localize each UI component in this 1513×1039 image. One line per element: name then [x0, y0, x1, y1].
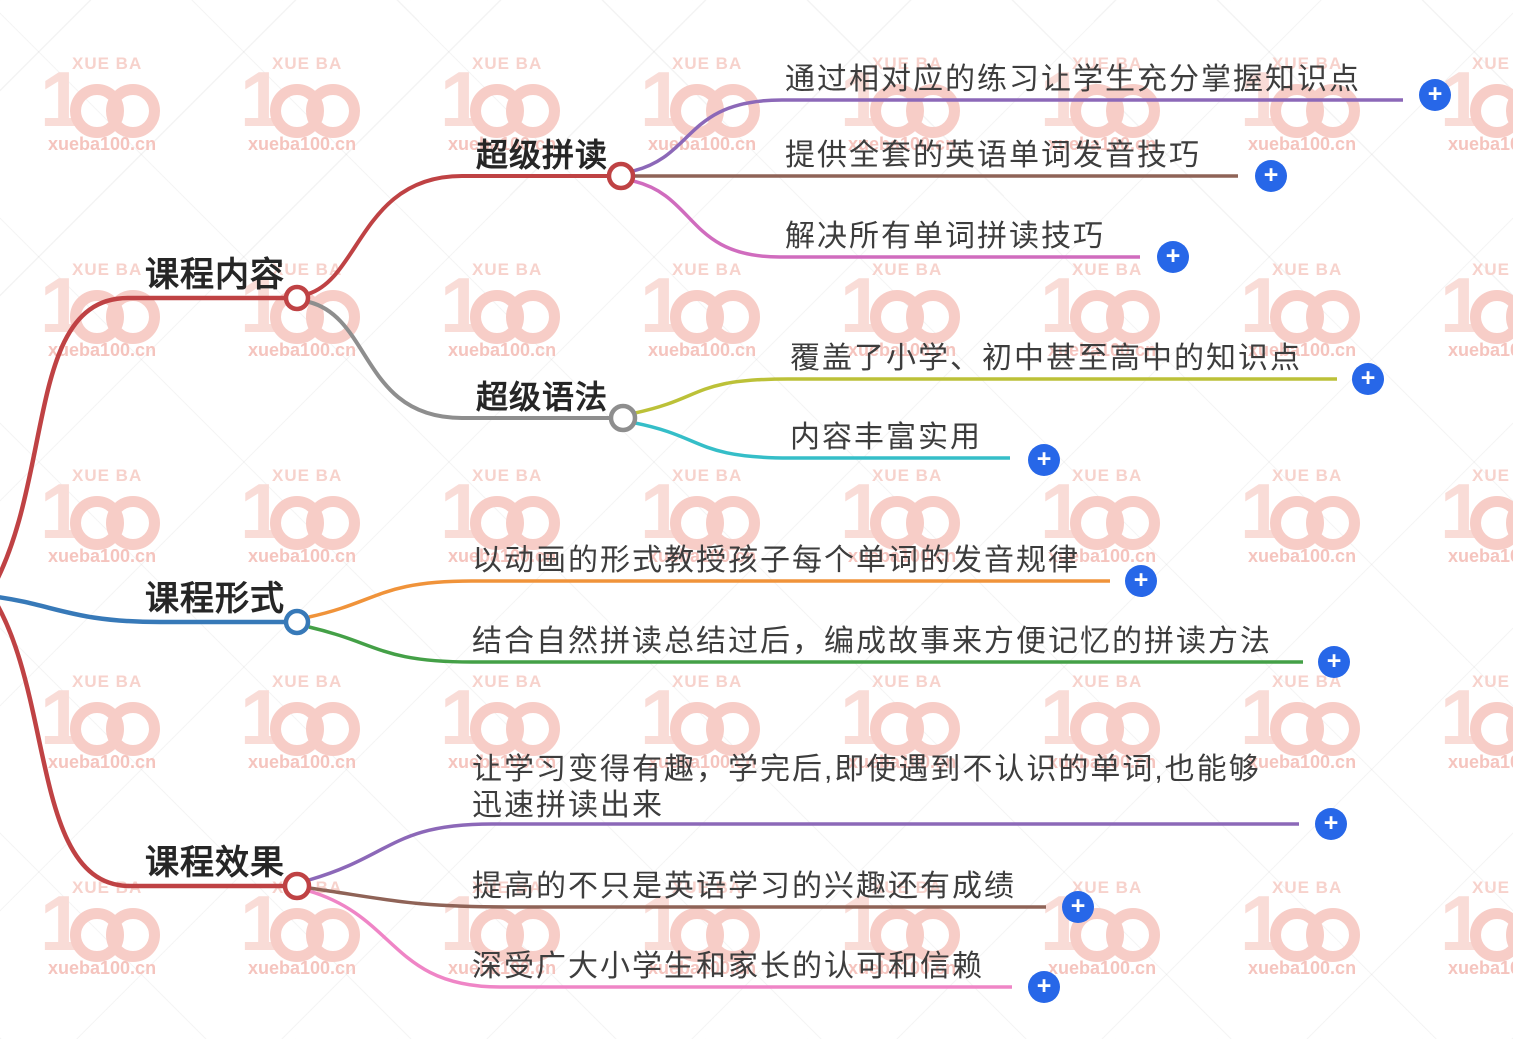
node-circle-course-content[interactable]: [283, 284, 311, 312]
node-circle-super-grammar[interactable]: [608, 403, 638, 433]
add-node-button-10[interactable]: +: [1028, 971, 1060, 1003]
branch-super-grammar: [308, 300, 611, 420]
leaf-node-9[interactable]: 提高的不只是英语学习的兴趣还有成绩: [472, 870, 1016, 903]
plus-icon: +: [1326, 646, 1342, 675]
node-course-format[interactable]: 课程形式: [145, 580, 285, 618]
plus-icon: +: [1070, 891, 1086, 920]
add-node-button-5[interactable]: +: [1028, 444, 1060, 476]
node-super-grammar[interactable]: 超级语法: [476, 379, 609, 415]
leaf-node-4[interactable]: 覆盖了小学、初中甚至高中的知识点: [790, 342, 1302, 375]
branch-course-format: [0, 595, 285, 625]
leaf-node-2[interactable]: 提供全套的英语单词发音技巧: [785, 139, 1201, 172]
add-node-button-9[interactable]: +: [1062, 891, 1094, 923]
plus-icon: +: [1036, 444, 1052, 473]
branch-leaf-9: [308, 886, 1046, 909]
branch-leaf-4: [634, 377, 1337, 415]
branch-leaf-7: [308, 625, 1303, 664]
leaf-node-8[interactable]: 让学习变得有趣，学完后,即使遇到不认识的单词,也能够迅速拼读出来: [472, 753, 1261, 822]
add-node-button-2[interactable]: +: [1255, 160, 1287, 192]
add-node-button-7[interactable]: +: [1318, 646, 1350, 678]
add-node-button-6[interactable]: +: [1125, 565, 1157, 597]
add-node-button-1[interactable]: +: [1419, 79, 1451, 111]
branch-leaf-10: [308, 889, 1012, 989]
leaf-node-7[interactable]: 结合自然拼读总结过后，编成故事来方便记忆的拼读方法: [472, 625, 1272, 658]
leaf-node-3[interactable]: 解决所有单词拼读技巧: [785, 220, 1105, 253]
add-node-button-4[interactable]: +: [1352, 363, 1384, 395]
leaf-node-1[interactable]: 通过相对应的练习让学生充分掌握知识点: [785, 63, 1361, 96]
leaf-node-5[interactable]: 内容丰富实用: [790, 421, 982, 454]
node-course-content[interactable]: 课程内容: [145, 256, 285, 294]
plus-icon: +: [1036, 971, 1052, 1000]
leaf-node-6[interactable]: 以动画的形式教授孩子每个单词的发音规律: [472, 544, 1080, 577]
branch-leaf-5: [634, 421, 1010, 460]
branch-leaf-8: [308, 822, 1299, 882]
node-circle-course-format[interactable]: [283, 608, 311, 636]
add-node-button-3[interactable]: +: [1157, 241, 1189, 273]
plus-icon: +: [1263, 160, 1279, 189]
node-course-effect[interactable]: 课程效果: [145, 844, 285, 882]
branch-leaf-6: [308, 579, 1110, 619]
plus-icon: +: [1133, 565, 1149, 594]
plus-icon: +: [1360, 363, 1376, 392]
branch-super-phonics: [307, 174, 609, 296]
branch-course-content: [0, 295, 286, 579]
node-super-phonics[interactable]: 超级拼读: [476, 137, 609, 173]
plus-icon: +: [1165, 241, 1181, 270]
branch-course-effect: [0, 605, 285, 889]
branch-leaf-3: [632, 179, 1140, 259]
plus-icon: +: [1427, 79, 1443, 108]
plus-icon: +: [1323, 808, 1339, 837]
branch-leaf-1: [632, 98, 1403, 173]
leaf-node-10[interactable]: 深受广大小学生和家长的认可和信赖: [472, 950, 984, 983]
add-node-button-8[interactable]: +: [1315, 808, 1347, 840]
node-circle-course-effect[interactable]: [282, 871, 312, 901]
node-circle-super-phonics[interactable]: [606, 161, 636, 191]
